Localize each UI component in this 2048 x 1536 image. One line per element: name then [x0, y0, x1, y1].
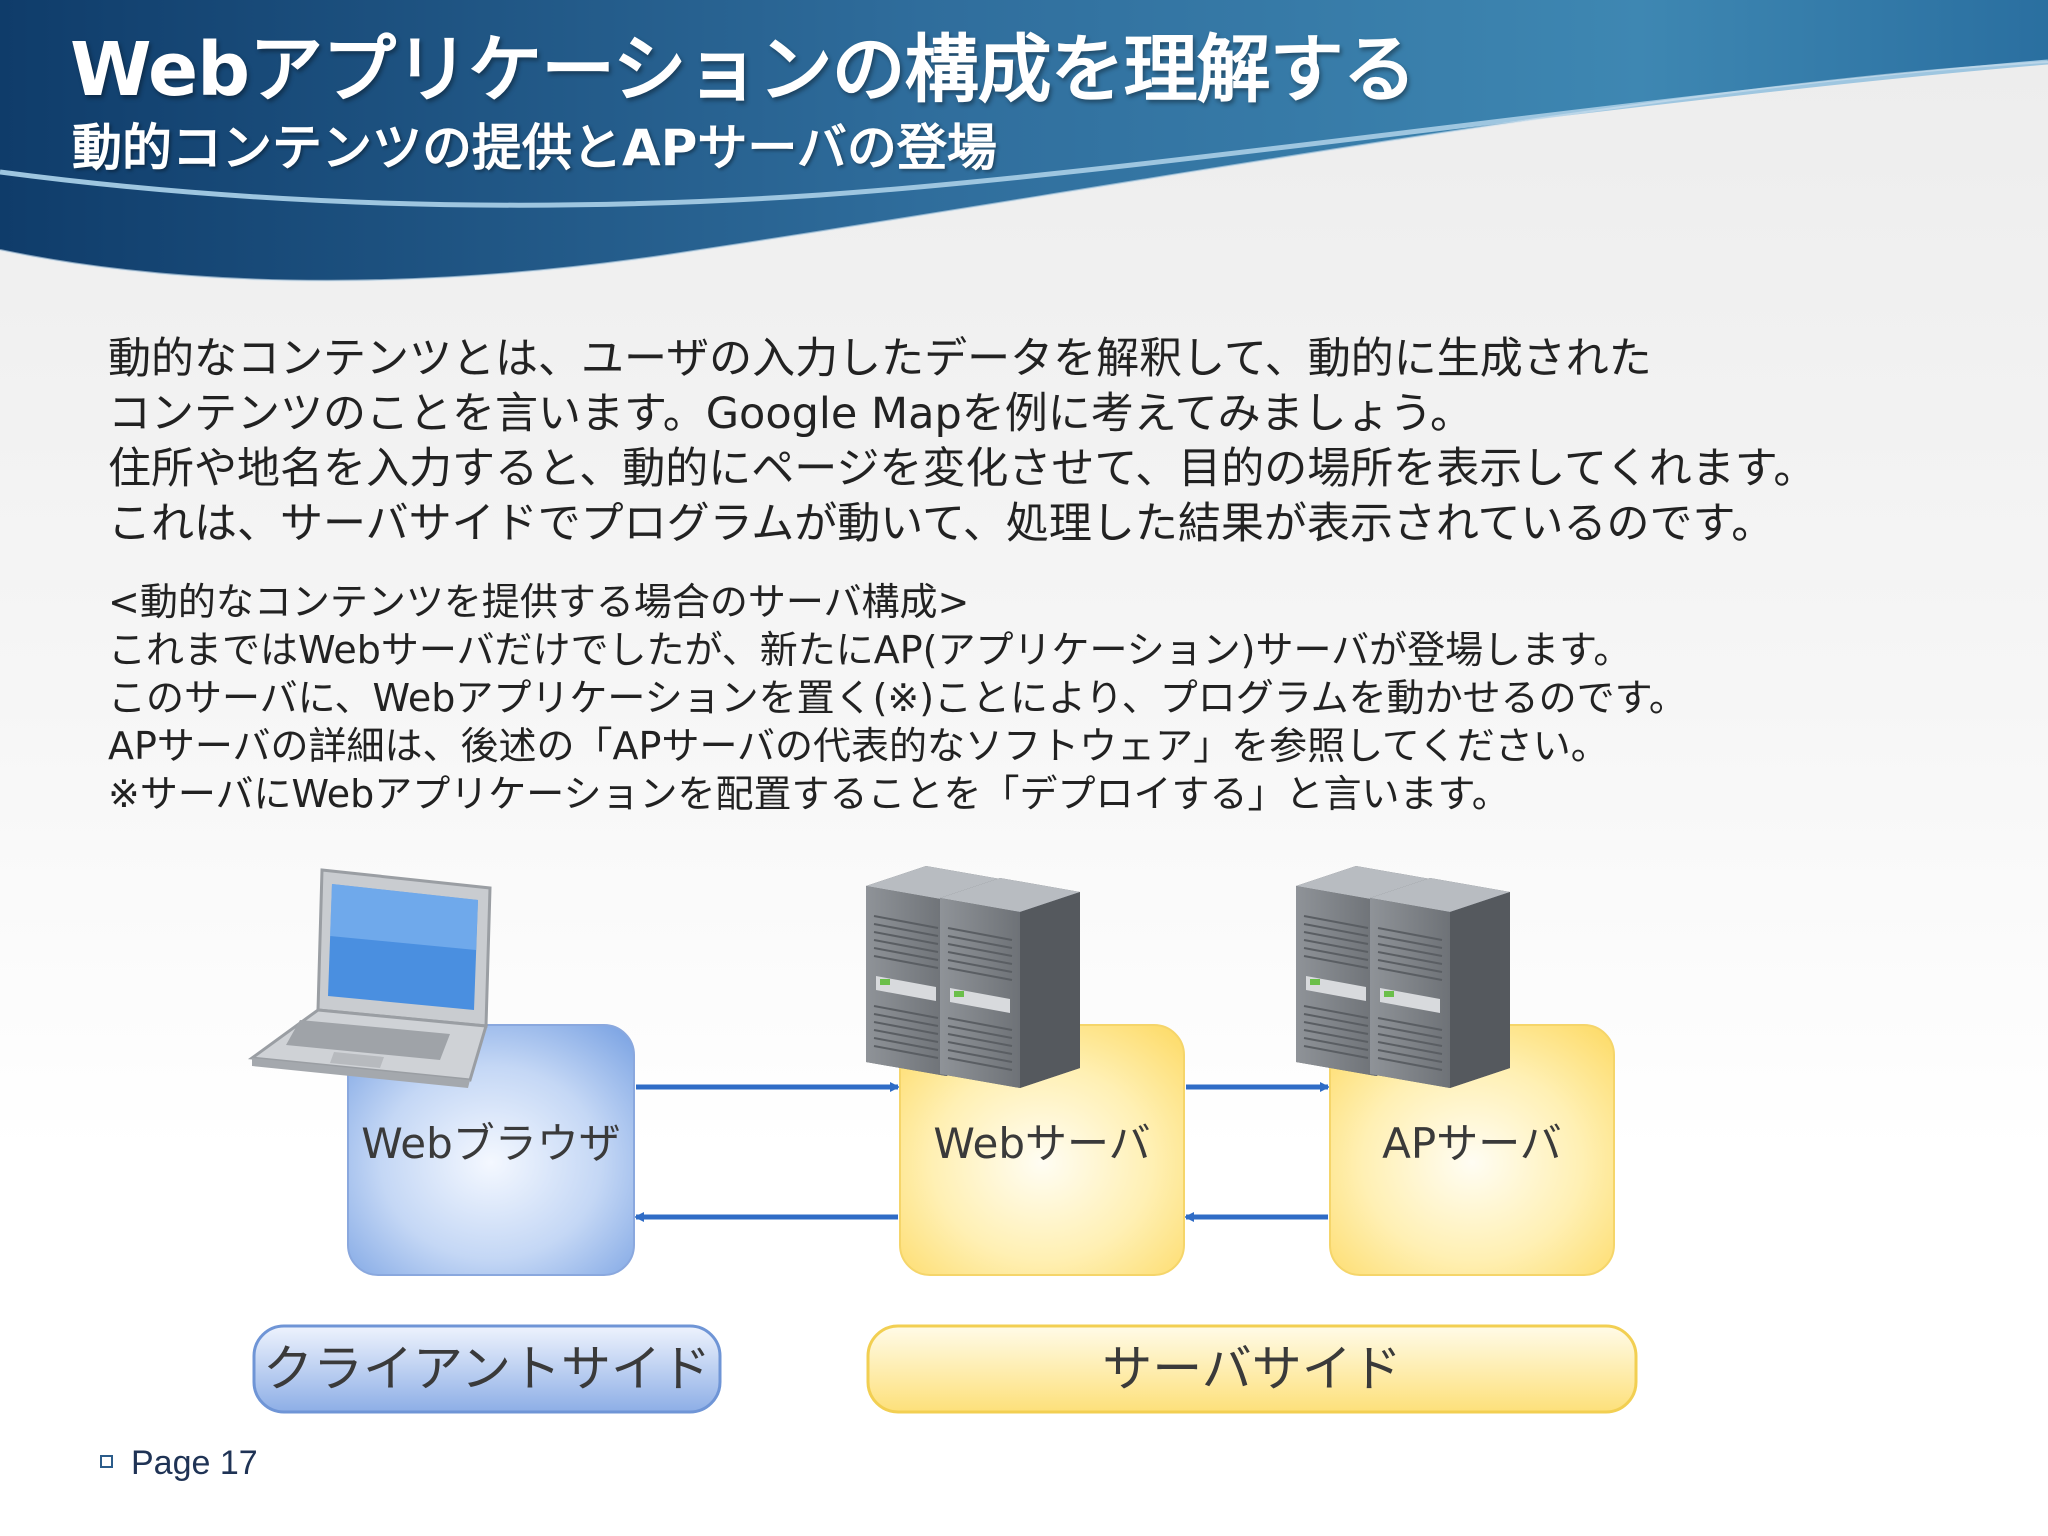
- page-subtitle: 動的コンテンツの提供とAPサーバの登場: [72, 119, 997, 177]
- intro-line: 動的なコンテンツとは、ユーザの入力したデータを解釈して、動的に生成された: [108, 334, 1652, 384]
- page-number: Page 17: [131, 1444, 258, 1482]
- ap-server-icon: [1295, 865, 1511, 1089]
- section-heading: <動的なコンテンツを提供する場合のサーバ構成>: [108, 580, 970, 624]
- web-browser-label: Webブラウザ: [361, 1119, 621, 1168]
- web-browser-node: Webブラウザ: [347, 1024, 635, 1276]
- section-line: これまではWebサーバだけでしたが、新たにAP(アプリケーション)サーバが登場し…: [108, 628, 1632, 672]
- laptop-icon: [247, 868, 492, 1088]
- server-side-band: サーバサイド: [866, 1324, 1638, 1414]
- section-line: ※サーバにWebアプリケーションを配置することを「デプロイする」と言います。: [108, 772, 1510, 816]
- web-server-node: Webサーバ: [899, 1024, 1185, 1276]
- intro-line: 住所や地名を入力すると、動的にページを変化させて、目的の場所を表示してくれます。: [108, 444, 1817, 494]
- page-title: Webアプリケーションの構成を理解する: [70, 27, 1417, 113]
- client-side-label: クライアントサイド: [263, 1340, 711, 1398]
- footer: Page 17: [100, 1444, 258, 1483]
- square-bullet-icon: [100, 1454, 113, 1468]
- ap-server-label: APサーバ: [1382, 1119, 1562, 1168]
- section-line: APサーバの詳細は、後述の「APサーバの代表的なソフトウェア」を参照してください…: [108, 724, 1609, 768]
- intro-line: コンテンツのことを言います。Google Mapを例に考えてみましょう。: [108, 389, 1474, 439]
- intro-paragraph: 動的なコンテンツとは、ユーザの入力したデータを解釈して、動的に生成された コンテ…: [108, 332, 2008, 552]
- header-banner: [0, 0, 2048, 282]
- section-line: このサーバに、Webアプリケーションを置く(※)ことにより、プログラムを動かせる…: [108, 676, 1687, 720]
- web-server-label: Webサーバ: [933, 1119, 1150, 1168]
- server-config-section: <動的なコンテンツを提供する場合のサーバ構成> これまではWebサーバだけでした…: [108, 578, 2008, 818]
- server-side-label: サーバサイド: [1102, 1340, 1402, 1398]
- web-server-icon: [865, 865, 1081, 1089]
- architecture-diagram: Webブラウザ Webサーバ APサーバ クライアントサイド サーバサイド: [247, 865, 1638, 1414]
- intro-line: これは、サーバサイドでプログラムが動いて、処理した結果が表示されているのです。: [108, 499, 1775, 549]
- client-side-band: クライアントサイド: [252, 1324, 722, 1414]
